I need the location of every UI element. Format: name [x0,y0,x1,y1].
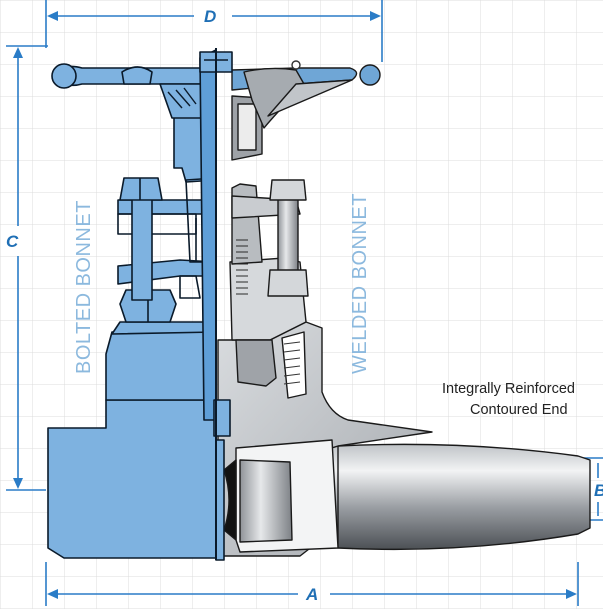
dimension-d-label: D [204,7,216,26]
disc [223,459,237,541]
dimension-c-label: C [6,232,19,251]
bolted-bonnet-section [47,49,233,561]
gland-nut-right-top [269,179,307,201]
welded-bonnet-label: WELDED BONNET [349,193,371,374]
welded-bonnet-section [217,60,591,557]
end-note-line-2: Contoured End [470,402,568,418]
end-note-line-1: Integrally Reinforced [442,381,575,397]
seat-ring [239,459,293,543]
bonnet-body-bolted [105,329,217,401]
pipe-outlet [317,443,591,551]
gland-nut-right-bottom [267,269,309,297]
gland-bolt-left [131,189,153,301]
handwheel-grip-left [51,63,77,89]
handwheel-grip-right [359,64,381,86]
dimension-lines [6,0,603,606]
dimension-b-label: B [594,481,603,500]
gland-nut-left-top [119,177,163,201]
bolted-bonnet-label: BOLTED BONNET [73,200,95,374]
dimension-a-label: A [305,585,318,604]
